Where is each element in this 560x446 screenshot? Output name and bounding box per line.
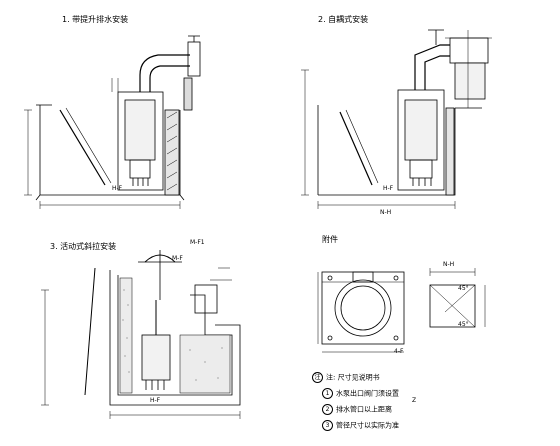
- label-m-f1: M-F1: [190, 239, 205, 246]
- figure-2-caption: 2. 自耦式安装: [318, 15, 369, 24]
- notes-title: 注注: 尺寸见说明书: [312, 372, 380, 383]
- label-h-f-1: H-F: [112, 185, 123, 192]
- note-item-2-text: 排水管口以上距离: [336, 405, 392, 414]
- label-n-h-1: N-H: [380, 209, 392, 216]
- detail-caption: 附件: [322, 235, 338, 244]
- note-item-3-text: 管径尺寸以实际为准: [336, 421, 399, 430]
- detail-flange-drawing: [317, 268, 486, 353]
- figure-1-drawing: [24, 35, 201, 209]
- note-item-1-text: 水泵出口阀门须设置: [336, 389, 399, 398]
- number-2-icon: 2: [322, 404, 333, 415]
- figure-2-drawing: [301, 29, 492, 209]
- label-h-f-2: H-F: [383, 185, 394, 192]
- note-marker-icon: 注: [312, 372, 323, 383]
- number-3-icon: 3: [322, 420, 333, 431]
- figure-3-drawing: [41, 250, 241, 419]
- label-angle-bottom: 45°: [458, 321, 469, 328]
- figure-3-caption: 3. 活动式斜拉安装: [50, 242, 117, 251]
- label-angle-top: 45°: [458, 285, 469, 292]
- label-z: Z: [412, 397, 417, 404]
- label-m-f: M-F: [172, 255, 183, 262]
- number-1-icon: 1: [322, 388, 333, 399]
- notes-title-text: 注: 尺寸见说明书: [326, 373, 380, 382]
- label-4-f: 4-F: [394, 348, 404, 355]
- label-n-h-2: N-H: [443, 261, 455, 268]
- figure-1-caption: 1. 带提升排水安装: [62, 15, 129, 24]
- label-h-f-3: H-F: [150, 397, 161, 404]
